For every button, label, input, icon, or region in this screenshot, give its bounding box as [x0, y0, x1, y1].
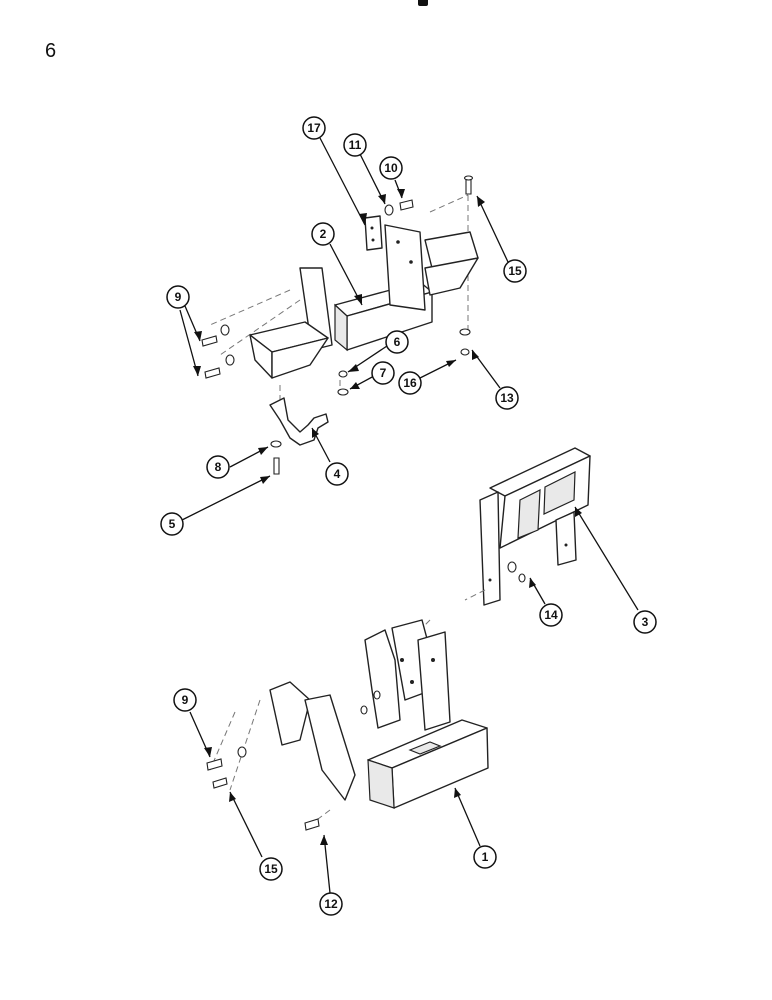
- header-fragment-mark: [418, 0, 428, 6]
- callout-9-upper-label: 9: [175, 290, 182, 304]
- callout-16: 16: [398, 371, 422, 395]
- callout-10-label: 10: [384, 161, 398, 175]
- leader-arrowheads: [193, 189, 582, 845]
- callout-9-upper: 9: [166, 285, 190, 309]
- callout-6: 6: [385, 330, 409, 354]
- page-number: 6: [45, 40, 57, 62]
- callout-6-label: 6: [394, 335, 401, 349]
- callout-1: 1: [473, 845, 497, 869]
- callout-15-upper-label: 15: [508, 264, 522, 278]
- callout-7-label: 7: [380, 366, 387, 380]
- callout-17-label: 17: [307, 121, 321, 135]
- callout-8: 8: [206, 455, 230, 479]
- callout-11: 11: [343, 133, 367, 157]
- callout-12-label: 12: [324, 897, 338, 911]
- strap-bracket: [269, 397, 329, 475]
- callout-3: 3: [633, 610, 657, 634]
- callout-8-label: 8: [215, 460, 222, 474]
- callout-12: 12: [319, 892, 343, 916]
- callout-10: 10: [379, 156, 403, 180]
- callout-11-label: 11: [349, 138, 362, 152]
- callout-9-lower: 9: [173, 688, 197, 712]
- callout-13-label: 13: [500, 391, 514, 405]
- upper-frame-assembly: [201, 175, 479, 410]
- callout-17: 17: [302, 116, 326, 140]
- callout-5-label: 5: [169, 517, 176, 531]
- callout-15-upper: 15: [503, 259, 527, 283]
- callout-7: 7: [371, 361, 395, 385]
- callout-13: 13: [495, 386, 519, 410]
- callout-15-lower-label: 15: [264, 862, 278, 876]
- callout-2-label: 2: [320, 227, 327, 241]
- callout-3-label: 3: [642, 615, 649, 629]
- callout-9-lower-label: 9: [182, 693, 189, 707]
- callout-14: 14: [539, 603, 563, 627]
- lower-base-frame: [206, 619, 489, 831]
- callout-4-label: 4: [334, 467, 341, 481]
- callout-14-label: 14: [544, 608, 558, 622]
- callout-2: 2: [311, 222, 335, 246]
- callout-5: 5: [160, 512, 184, 536]
- callout-16-label: 16: [403, 376, 417, 390]
- callout-1-label: 1: [482, 850, 489, 864]
- callout-4: 4: [325, 462, 349, 486]
- callout-15-lower: 15: [259, 857, 283, 881]
- rear-guard-frame: [399, 447, 591, 651]
- leader-lines: [179, 137, 639, 894]
